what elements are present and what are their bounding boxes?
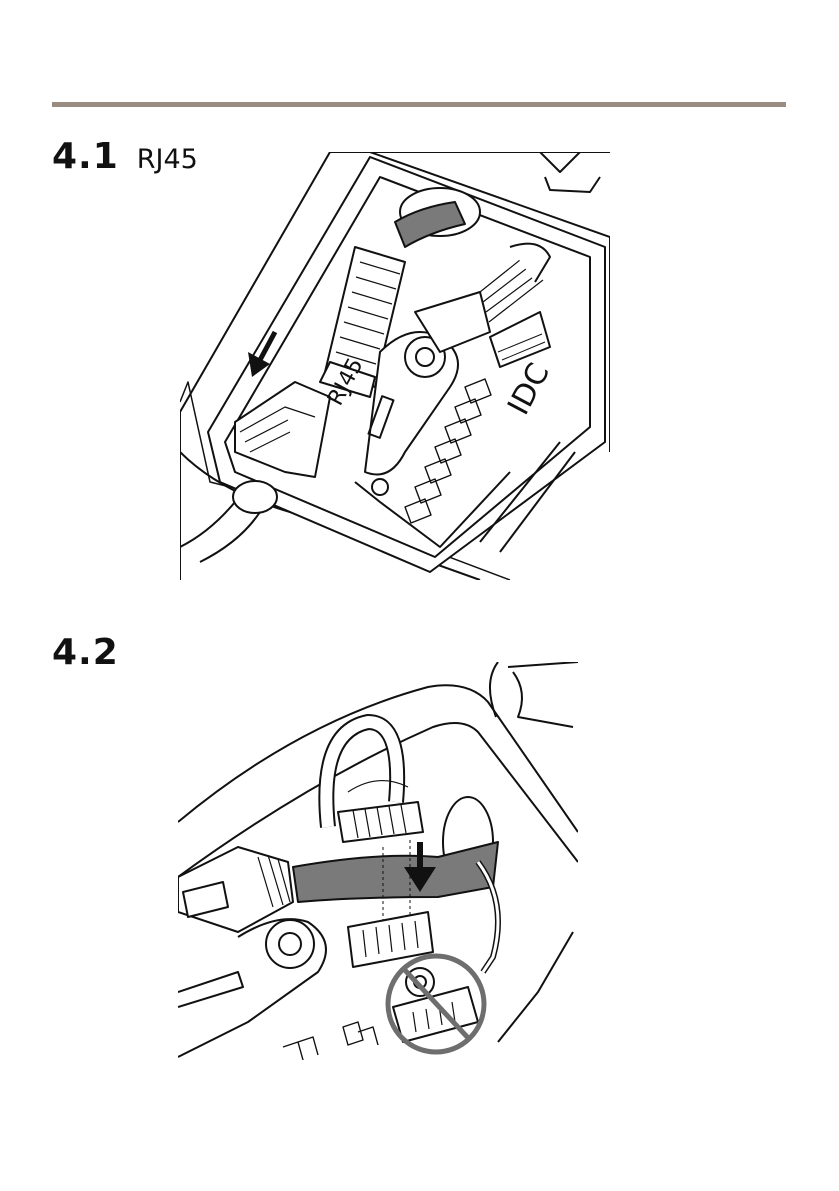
rj45-connection-illustration: RJ45 IDC [180,152,610,580]
step-number: 4.2 [52,632,119,673]
rj45-plug [178,847,293,932]
header-rule [52,102,786,107]
step-4-2-heading: 4.2 [52,632,137,673]
idc-connection-illustration [178,662,578,1060]
idc-plug [338,781,423,842]
step-4-1-heading: 4.1 RJ45 [52,136,198,177]
step-number: 4.1 [52,136,119,177]
